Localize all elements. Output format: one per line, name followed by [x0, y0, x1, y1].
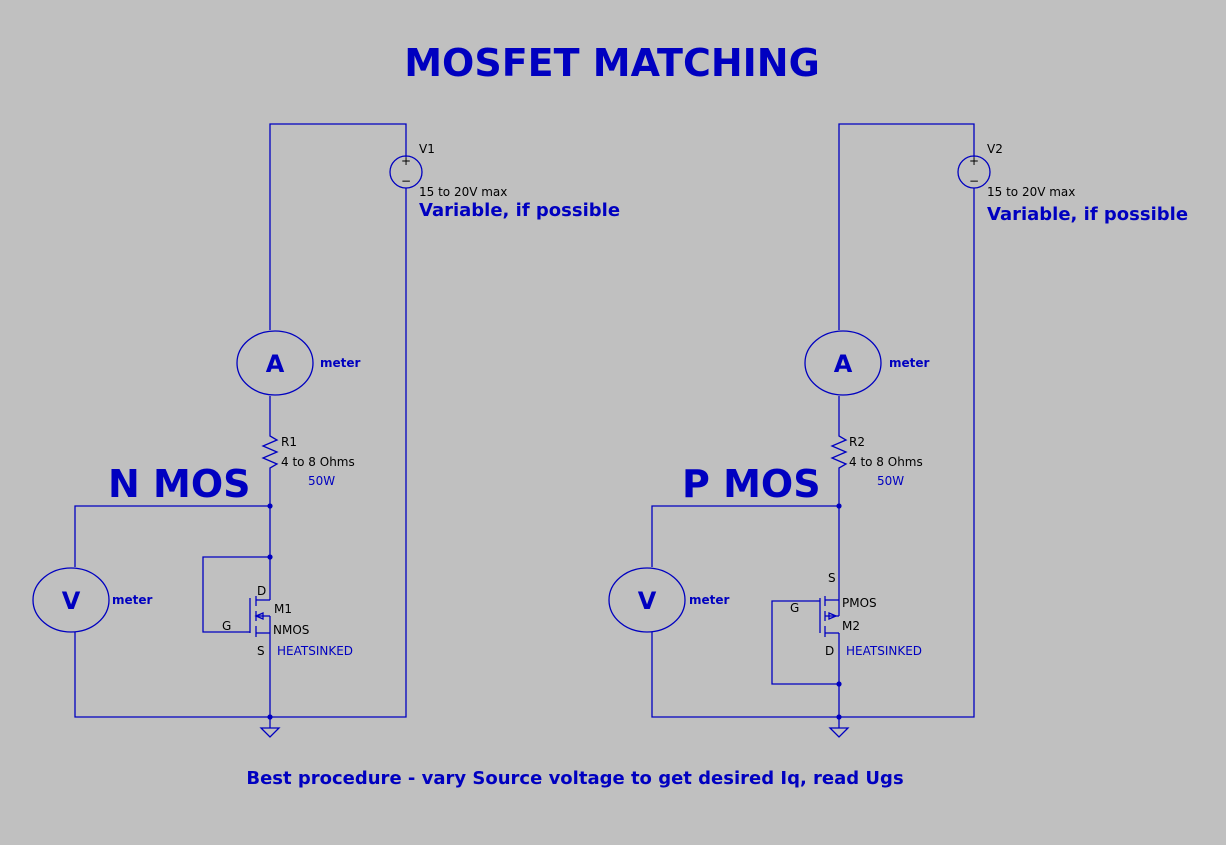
wire-gate-drain-left [202, 556, 270, 633]
mosfet-model: NMOS [273, 623, 309, 637]
ammeter-symbol [804, 330, 882, 396]
voltmeter-letter: V [638, 587, 657, 615]
mosfet-source-label: S [828, 571, 836, 585]
junction-dot [267, 714, 273, 720]
resistor-name: R1 [281, 435, 297, 449]
junction-dot [836, 714, 842, 720]
supply-note: Variable, if possible [987, 204, 1188, 225]
ammeter-letter: A [266, 350, 285, 378]
supply-minus-sign: − [401, 174, 411, 188]
resistor-r1 [261, 432, 279, 470]
ammeter-letter: A [834, 350, 853, 378]
resistor-power: 50W [308, 474, 335, 488]
ground-symbol [828, 727, 850, 738]
mosfet-name: M1 [274, 602, 292, 616]
junction-dot [836, 503, 842, 509]
nmos-transistor-m1 [246, 596, 271, 637]
procedure-note: Best procedure - vary Source voltage to … [246, 768, 903, 789]
junction-dot [267, 503, 273, 509]
circuit-heading: P MOS [682, 462, 821, 506]
junction-dot [267, 554, 273, 560]
supply-minus-sign: − [969, 174, 979, 188]
ammeter-symbol [236, 330, 314, 396]
ammeter-label: meter [320, 356, 361, 370]
resistor-value: 4 to 8 Ohms [849, 455, 923, 469]
wire-top-left [269, 123, 407, 330]
wire-voltmeter-top-left [74, 505, 270, 567]
wire-supply-return-right [651, 188, 975, 718]
mosfet-gate-label: G [222, 619, 231, 633]
voltmeter-label: meter [689, 593, 730, 607]
ammeter-label: meter [889, 356, 930, 370]
voltmeter-symbol [32, 567, 110, 633]
voltmeter-label: meter [112, 593, 153, 607]
supply-spec: 15 to 20V max [419, 185, 507, 199]
supply-plus-sign: + [401, 154, 411, 168]
nmos-circuit: + − V1 15 to 20V max Variable, if possib… [32, 123, 620, 738]
mosfet-gate-label: G [790, 601, 799, 615]
circuit-heading: N MOS [108, 462, 251, 506]
supply-name: V1 [419, 142, 435, 156]
wire-supply-return-left [74, 188, 407, 718]
voltmeter-letter: V [62, 587, 81, 615]
wire-top-right [838, 123, 975, 330]
voltage-source-v1: + − [389, 154, 423, 189]
mosfet-drain-label: D [257, 584, 266, 598]
resistor-name: R2 [849, 435, 865, 449]
mosfet-source-label: S [257, 644, 265, 658]
pmos-circuit: + − V2 15 to 20V max Variable, if possib… [608, 123, 1188, 738]
wire-gate-drain-right [771, 600, 839, 685]
mosfet-note: HEATSINKED [277, 644, 353, 658]
mosfet-name: M2 [842, 619, 860, 633]
resistor-r2 [830, 432, 848, 470]
supply-note: Variable, if possible [419, 200, 620, 221]
voltmeter-symbol [608, 567, 686, 633]
pmos-transistor-m2 [816, 596, 840, 637]
mosfet-drain-label: D [825, 644, 834, 658]
mosfet-note: HEATSINKED [846, 644, 922, 658]
supply-name: V2 [987, 142, 1003, 156]
ground-symbol [259, 727, 281, 738]
voltage-source-v2: + − [957, 154, 991, 189]
diagram-title: MOSFET MATCHING [404, 41, 820, 85]
supply-plus-sign: + [969, 154, 979, 168]
junction-dot [836, 681, 842, 687]
wire-voltmeter-top-right [651, 505, 839, 567]
resistor-power: 50W [877, 474, 904, 488]
resistor-value: 4 to 8 Ohms [281, 455, 355, 469]
mosfet-model: PMOS [842, 596, 877, 610]
supply-spec: 15 to 20V max [987, 185, 1075, 199]
